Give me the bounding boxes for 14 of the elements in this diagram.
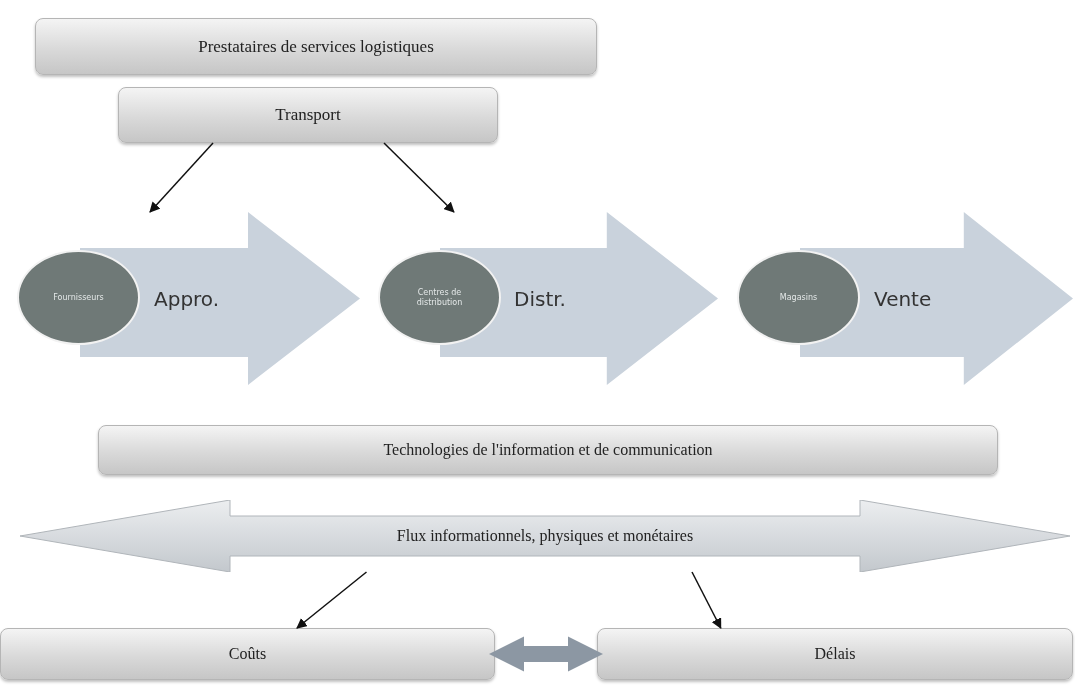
rounded-box: Transport — [118, 87, 498, 143]
arrow — [691, 571, 722, 629]
stage-label: Appro. — [154, 286, 220, 311]
arrow — [488, 636, 604, 672]
rounded-box: Technologies de l'information et de communication — [98, 425, 998, 475]
stage-label: Vente — [874, 286, 932, 311]
arrow — [296, 571, 368, 629]
rounded-box: Prestataires de services logistiques — [35, 18, 597, 75]
flow-label: Flux informationnels, physiques et monétaires — [396, 527, 694, 545]
arrow — [149, 142, 214, 213]
stage-label: Distr. — [514, 286, 566, 311]
rounded-box: Délais — [597, 628, 1073, 680]
rounded-box: Coûts — [0, 628, 495, 680]
arrow — [383, 142, 455, 213]
